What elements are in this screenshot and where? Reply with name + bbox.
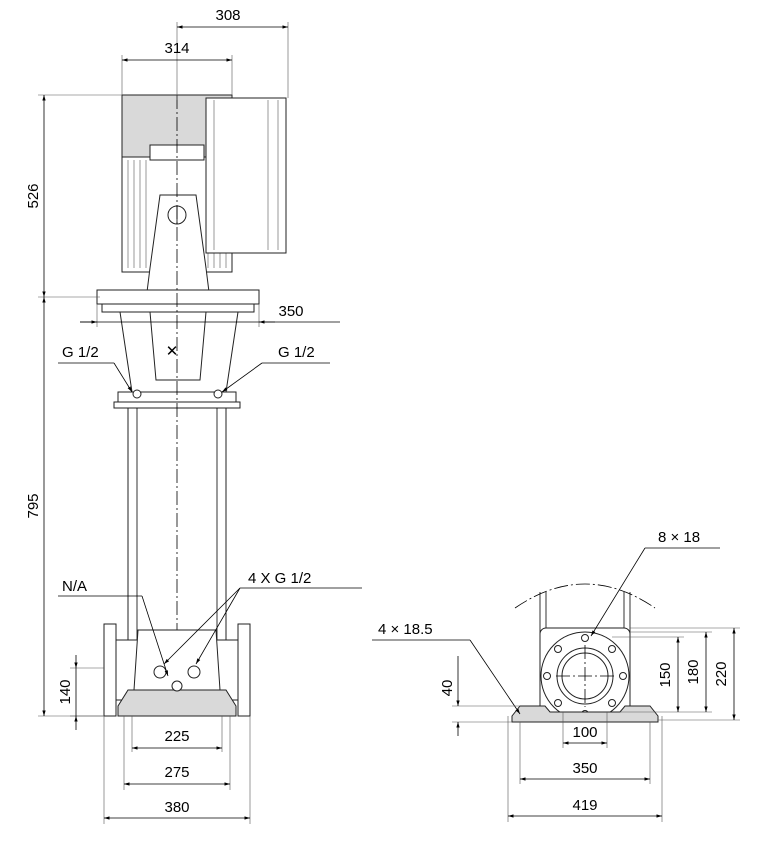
dim-220: 220 [630,627,740,721]
dim-label-180: 180 [685,659,702,684]
front-view: ✕ 308 [25,7,362,824]
dim-label-base-225: 225 [164,728,189,745]
dim-label-head-width: 350 [278,303,303,320]
dim-label-base-419: 419 [572,797,597,814]
drain-na-label: N/A [62,578,87,595]
flange-bolt-holes [543,634,627,718]
dim-label-foot-height: 40 [439,680,456,697]
dim-275: 275 [123,716,231,790]
dim-314: 314 [121,40,233,95]
dim-label-motor-box-width: 308 [215,7,240,24]
dim-100: 100 [562,712,608,748]
drain-na-callout: N/A [58,578,169,677]
motor-outline-arc [514,583,656,609]
dim-40: 40 [439,656,520,736]
dim-label-100: 100 [572,724,597,741]
vent-right-label: G 1/2 [278,344,315,361]
dim-label-motor-width: 314 [164,40,189,57]
bottom-view: 8 × 18 4 × 18.5 40 150 180 [372,529,740,822]
dim-label-flange-380: 380 [164,799,189,816]
drain-callout: 4 X G 1/2 [163,570,362,665]
dim-label-inlet-height: 140 [57,679,74,704]
dim-419: 419 [507,716,663,822]
dim-140: 140 [57,655,104,730]
dim-label-base-350: 350 [572,760,597,777]
dim-350-base: 350 [519,722,651,784]
base-foot [511,705,659,723]
vent-left-label: G 1/2 [62,344,99,361]
dim-label-base-275: 275 [164,764,189,781]
flange-holes-label: 8 × 18 [658,529,700,546]
dim-150: 150 [612,636,684,713]
dim-225: 225 [131,716,223,752]
pump-base [103,623,251,717]
logo-icon: ✕ [166,343,179,360]
vent-left-callout: G 1/2 [58,344,133,393]
motor [121,94,287,301]
pump-head: ✕ [96,289,260,409]
dim-label-motor-height: 526 [25,183,42,208]
foot-holes-callout: 4 × 18.5 [372,621,521,715]
dim-label-220: 220 [713,661,730,686]
dim-180: 180 [630,631,712,713]
dim-526: 526 [25,94,122,298]
dim-380: 380 [103,716,251,824]
drain-label: 4 X G 1/2 [248,570,311,587]
vent-right-callout: G 1/2 [221,344,330,393]
dim-label-150: 150 [657,662,674,687]
dim-label-pump-height: 795 [25,493,42,518]
dim-308: 308 [176,7,289,100]
dim-350-head: 350 [80,303,340,327]
foot-holes-label: 4 × 18.5 [378,621,433,638]
flange-holes-callout: 8 × 18 [590,529,720,637]
